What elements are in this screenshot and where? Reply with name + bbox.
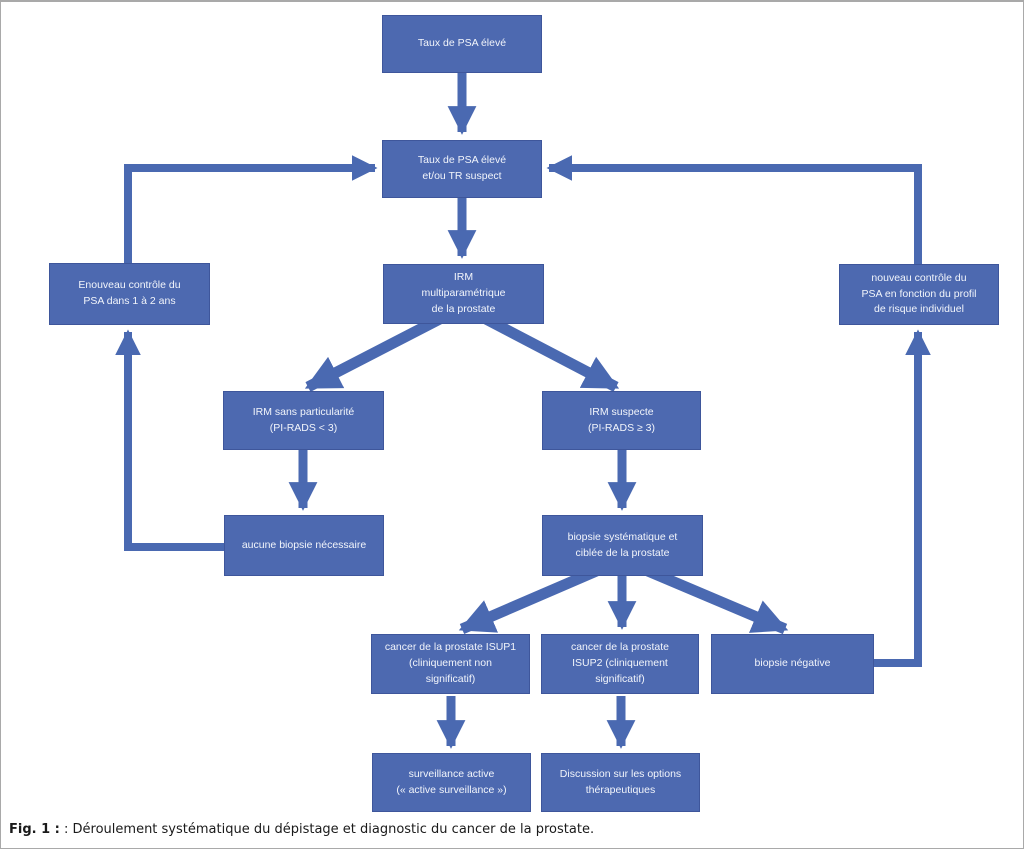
node-surveillance-active: surveillance active (« active surveillan… bbox=[372, 753, 531, 812]
node-discussion-options: Discussion sur les options thérapeutique… bbox=[541, 753, 700, 812]
arrow-controle-1-2-to-suspect bbox=[124, 155, 378, 268]
figure-caption: Fig. 1 : : Déroulement systématique du d… bbox=[9, 822, 594, 837]
figure-caption-text: : Déroulement systématique du dépistage … bbox=[59, 822, 595, 837]
node-irm-multiparametrique: IRM multiparamétrique de la prostate bbox=[383, 264, 544, 324]
node-taux-psa-eleve: Taux de PSA élevé bbox=[382, 15, 542, 73]
arrow-aucune-biopsie-to-controle-1-2 bbox=[115, 329, 233, 551]
node-irm-sans-particularite: IRM sans particularité (PI-RADS < 3) bbox=[223, 391, 384, 450]
node-cancer-isup1: cancer de la prostate ISUP1 (cliniquemen… bbox=[371, 634, 530, 694]
node-nouveau-controle-1-2-ans: Enouveau contrôle du PSA dans 1 à 2 ans bbox=[49, 263, 210, 325]
node-biopsie-negative: biopsie négative bbox=[711, 634, 874, 694]
node-biopsie-systematique: biopsie systématique et ciblée de la pro… bbox=[542, 515, 703, 576]
node-cancer-isup2: cancer de la prostate ISUP2 (cliniquemen… bbox=[541, 634, 699, 694]
arrow-negative-to-controle-profil bbox=[867, 329, 931, 667]
node-psa-tr-suspect: Taux de PSA élevé et/ou TR suspect bbox=[382, 140, 542, 198]
arrow-controle-profil-to-suspect bbox=[546, 155, 922, 268]
figure-caption-label: Fig. 1 : bbox=[9, 822, 60, 837]
node-irm-suspecte: IRM suspecte (PI-RADS ≥ 3) bbox=[542, 391, 701, 450]
node-nouveau-controle-profil-risque: nouveau contrôle du PSA en fonction du p… bbox=[839, 264, 999, 325]
node-aucune-biopsie: aucune biopsie nécessaire bbox=[224, 515, 384, 576]
